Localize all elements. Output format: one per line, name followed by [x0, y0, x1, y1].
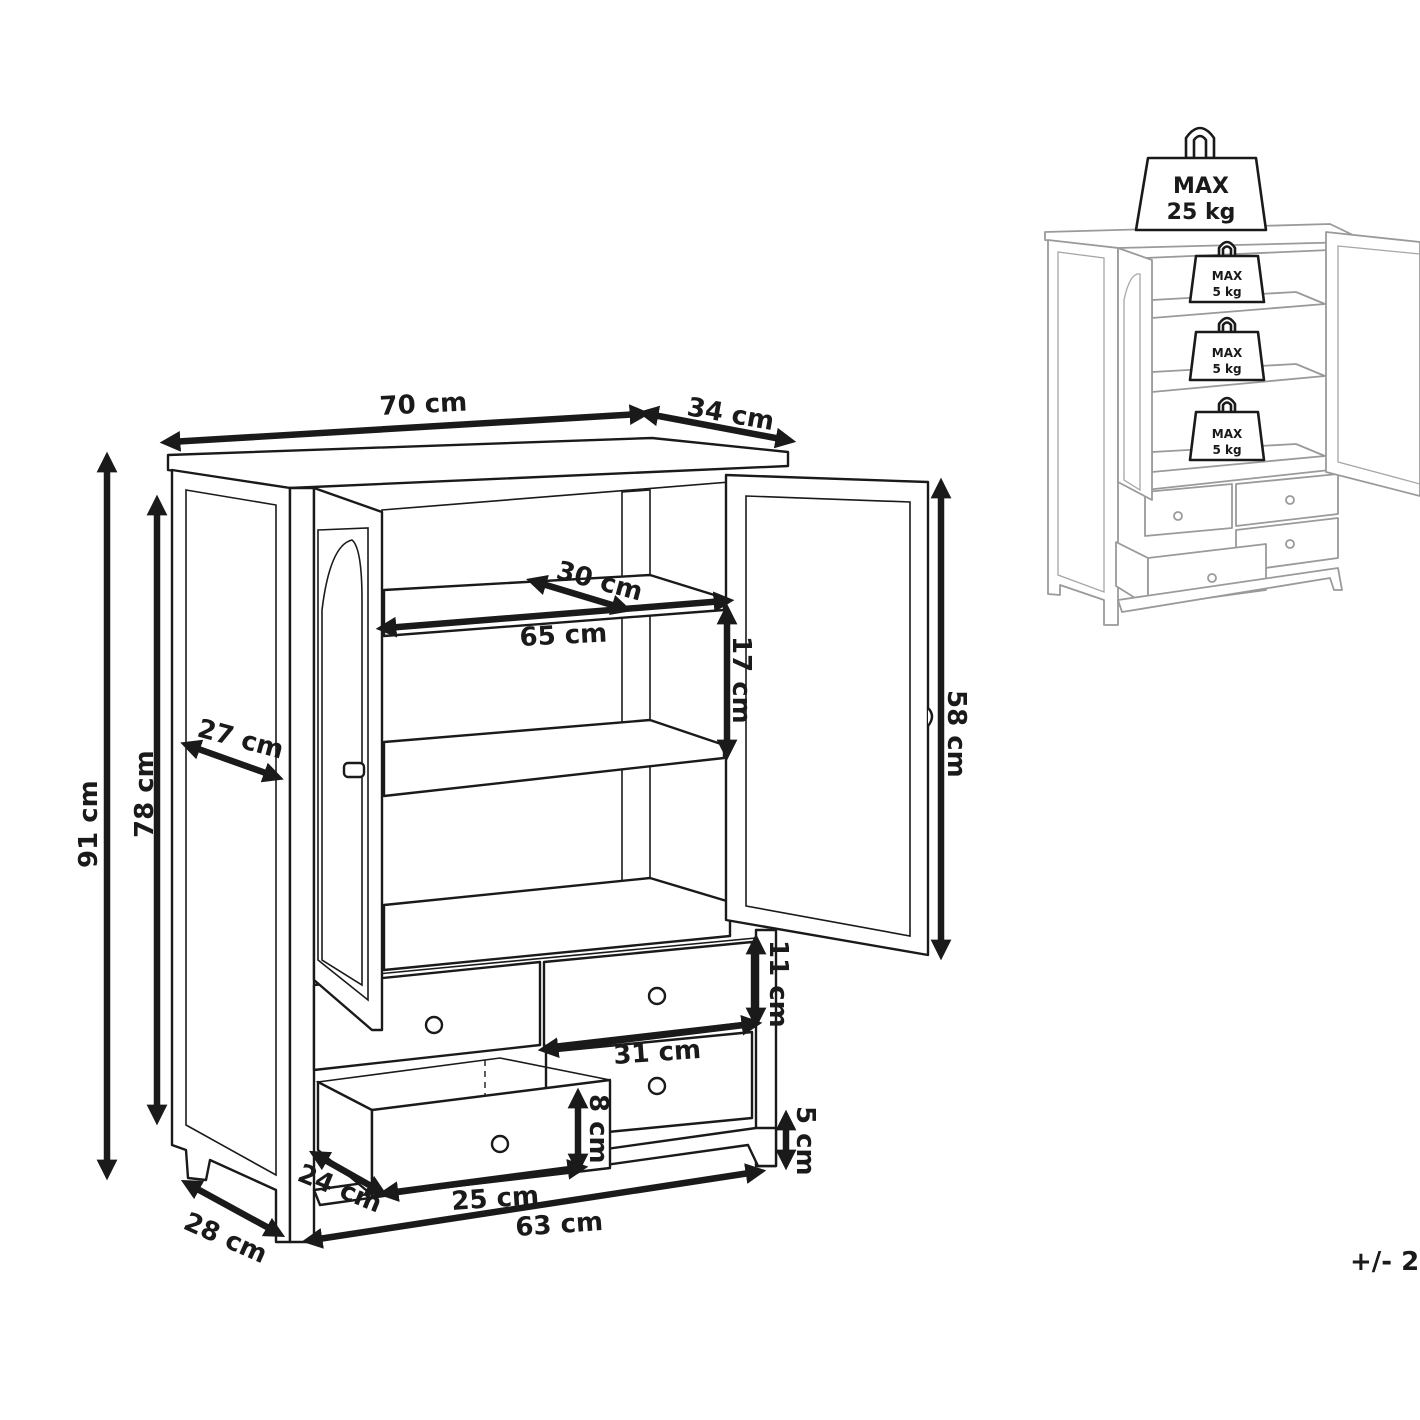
- dim-height-body: 78 cm: [130, 750, 160, 838]
- ghost-knob: [1207, 573, 1217, 583]
- door-right-glass: [745, 495, 911, 937]
- dim-height-total: 91 cm: [74, 780, 104, 868]
- dimension-lines: [96, 404, 952, 1249]
- ghost-bottom-rail: [1117, 567, 1343, 613]
- weight-icon-shelf-1: MAX 5 kg: [1188, 240, 1266, 304]
- weight-handle: [1184, 126, 1216, 160]
- weight-icon-shelf-2: MAX 5 kg: [1188, 316, 1266, 382]
- ghost-door-right: [1325, 231, 1420, 497]
- weight-shelf-1-max-value: 5 kg: [1212, 285, 1241, 299]
- knob: [647, 1076, 667, 1096]
- dim-arrow-base-width: [301, 1163, 767, 1249]
- ghost-drawer-upper-left: [1144, 483, 1233, 537]
- tolerance-note: +/- 2: [1350, 1247, 1419, 1277]
- dim-drawer-width-lower: 25 cm: [450, 1181, 540, 1217]
- door-right: [724, 473, 930, 957]
- door-left: [312, 486, 384, 1032]
- dim-arrow-base-depth: [180, 1180, 286, 1237]
- dim-drawer-height-lower: 8 cm: [583, 1094, 613, 1164]
- cabinet-top: [166, 436, 790, 490]
- door-left-glass-frame: [317, 527, 369, 1002]
- knob: [490, 1134, 510, 1154]
- dim-drawer-height-upper: 11 cm: [763, 940, 793, 1028]
- weight-body: [1188, 254, 1266, 304]
- dim-base-width: 63 cm: [514, 1207, 604, 1243]
- weight-shelf-3-max-value: 5 kg: [1212, 443, 1241, 457]
- dim-door-height: 58 cm: [941, 690, 971, 778]
- ghost-side-inset: [1057, 251, 1105, 593]
- rear-post: [621, 489, 651, 883]
- dim-arrow-side-depth: [180, 739, 284, 783]
- weight-shelf-1-max-label: MAX: [1212, 269, 1243, 283]
- knob: [647, 986, 667, 1006]
- door-left-arch: [321, 539, 363, 987]
- weight-body: [1188, 410, 1266, 462]
- dim-shelf-width: 65 cm: [519, 618, 608, 653]
- dim-leg-height: 5 cm: [790, 1106, 820, 1176]
- side-panel-inset: [185, 489, 277, 1177]
- dim-arrow-depth-top: [637, 405, 797, 449]
- ghost-door-right-glass: [1337, 245, 1420, 485]
- dim-shelf-gap: 17 cm: [726, 636, 756, 724]
- weight-body: [1188, 330, 1266, 382]
- weight-top-max-value: 25 kg: [1167, 200, 1236, 225]
- dim-drawer-width-upper: 31 cm: [612, 1035, 702, 1071]
- weight-icon-top: MAX 25 kg: [1134, 126, 1268, 232]
- dim-arrow-drawer-width-upper: [537, 1014, 763, 1059]
- load-capacity-diagram: MAX 25 kg MAX 5 kg MAX 5 kg MAX 5 kg: [1044, 126, 1420, 626]
- weight-shelf-2-max-value: 5 kg: [1212, 362, 1241, 376]
- weight-icon-shelf-3: MAX 5 kg: [1188, 396, 1266, 462]
- weight-shelf-2-max-label: MAX: [1212, 346, 1243, 360]
- weight-top-max-label: MAX: [1173, 174, 1229, 199]
- dim-arrow-shelf-width: [375, 591, 735, 638]
- dim-width-top: 70 cm: [379, 387, 468, 422]
- knob: [424, 1015, 444, 1035]
- ghost-knob: [1173, 511, 1183, 521]
- weight-body: [1134, 156, 1268, 232]
- weight-shelf-3-max-label: MAX: [1212, 427, 1243, 441]
- dim-base-depth: 28 cm: [179, 1207, 271, 1270]
- ghost-door-left-arch: [1123, 273, 1141, 492]
- front-left-stile: [288, 486, 316, 1244]
- ghost-knob: [1285, 539, 1295, 549]
- door-right-knob: [926, 706, 934, 728]
- ghost-door-left: [1117, 247, 1153, 501]
- shelf-middle: [382, 718, 726, 798]
- dim-arrow-width-top: [159, 404, 651, 452]
- ghost-knob: [1285, 495, 1295, 505]
- door-left-knob: [342, 761, 366, 779]
